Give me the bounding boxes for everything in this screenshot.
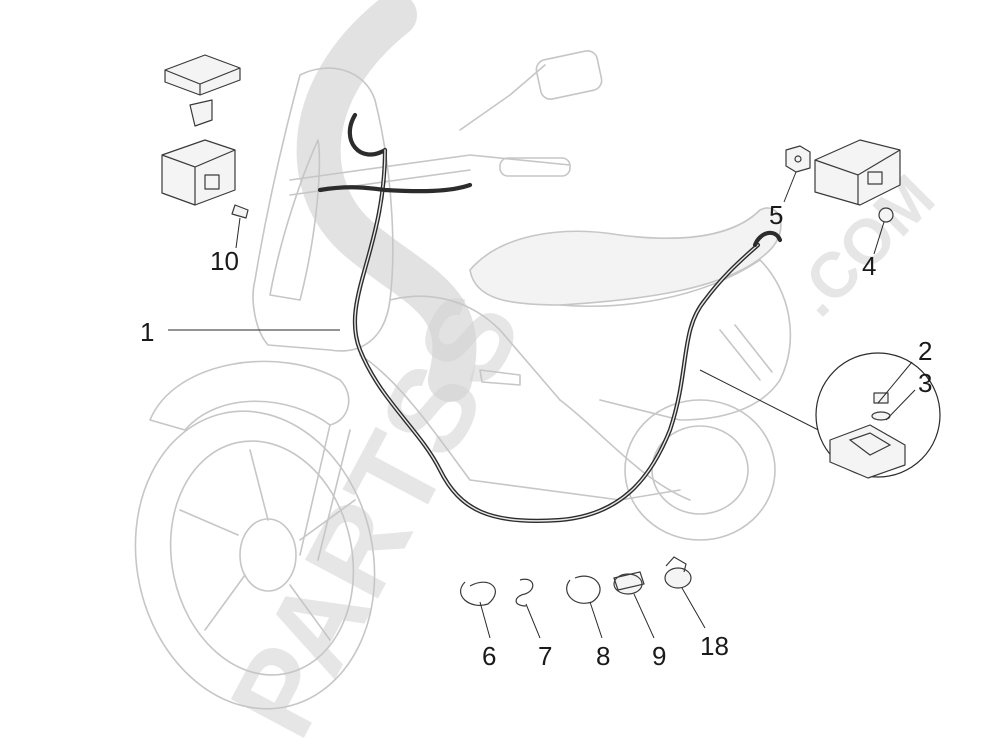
headlight-panel <box>269 139 321 301</box>
leader-8 <box>589 601 603 639</box>
leader-4 <box>873 221 885 255</box>
screw-icon <box>873 392 889 404</box>
part-fuse-box <box>161 54 249 219</box>
harness-handlebar-branch <box>317 182 473 194</box>
fuse-box-connector <box>204 174 220 190</box>
rear-body <box>559 259 792 421</box>
relay-housing-icon <box>814 139 901 206</box>
front-fork <box>299 424 351 561</box>
seat <box>469 207 782 306</box>
leader-9 <box>633 593 655 639</box>
fuse-box-body <box>161 139 236 206</box>
tunnel <box>389 295 561 401</box>
leader-2 <box>877 361 913 404</box>
relay-screw-icon <box>878 207 894 223</box>
callout-1: 1 <box>140 317 154 347</box>
clamp-7-icon <box>515 578 534 607</box>
part-relay-housing <box>814 139 901 223</box>
callout-6: 6 <box>482 641 496 671</box>
front-tire-inner <box>169 440 355 676</box>
callout-4: 4 <box>862 251 876 281</box>
callout-5: 5 <box>769 200 783 230</box>
callout-3: 3 <box>918 368 932 398</box>
clamp-6-icon <box>459 581 496 606</box>
engine-cover <box>559 399 691 501</box>
leader-3 <box>885 389 916 421</box>
rear-shock <box>719 324 773 381</box>
clamp-18-icon <box>664 567 692 589</box>
callout-18: 18 <box>700 631 729 661</box>
leader-lines <box>168 171 916 639</box>
watermark-brand: PARTSS <box>205 272 548 750</box>
leader-6 <box>479 601 491 639</box>
fuse-icon <box>189 99 213 127</box>
leader-7 <box>525 603 541 639</box>
watermark-swoosh <box>296 0 477 402</box>
front-tire-outer <box>134 410 376 710</box>
front-shield <box>252 67 394 352</box>
leader-10 <box>235 217 241 249</box>
floorboard <box>359 354 681 501</box>
handlebar-grip <box>499 157 571 177</box>
callout-10: 10 <box>210 246 239 276</box>
fuse-box-cover <box>164 54 241 96</box>
harness-rear-loop <box>752 230 783 248</box>
clip-nut-icon <box>785 145 811 173</box>
mirror-stem <box>459 64 546 131</box>
callout-8: 8 <box>596 641 610 671</box>
part-clip-nut <box>785 145 811 173</box>
harness-core <box>354 149 759 522</box>
leader-5 <box>783 171 797 203</box>
main-wiring-harness <box>317 112 783 523</box>
fuse-box-screw <box>231 204 249 219</box>
scooter-outline <box>134 50 792 710</box>
clamp-8-icon <box>566 575 601 604</box>
rear-tire <box>624 399 776 541</box>
vent-panel <box>479 369 521 386</box>
callout-9: 9 <box>652 641 666 671</box>
callout-labels: 1 2 3 4 5 6 7 8 9 10 18 <box>140 200 932 671</box>
callout-7: 7 <box>538 641 552 671</box>
part-clamps <box>459 556 692 607</box>
leader-18 <box>681 587 706 629</box>
callout-2: 2 <box>918 336 932 366</box>
mirror <box>535 50 603 100</box>
part-detail-bracket <box>699 352 941 479</box>
rear-hub <box>651 425 749 515</box>
bracket-icon <box>829 424 906 479</box>
front-fender <box>149 360 350 431</box>
